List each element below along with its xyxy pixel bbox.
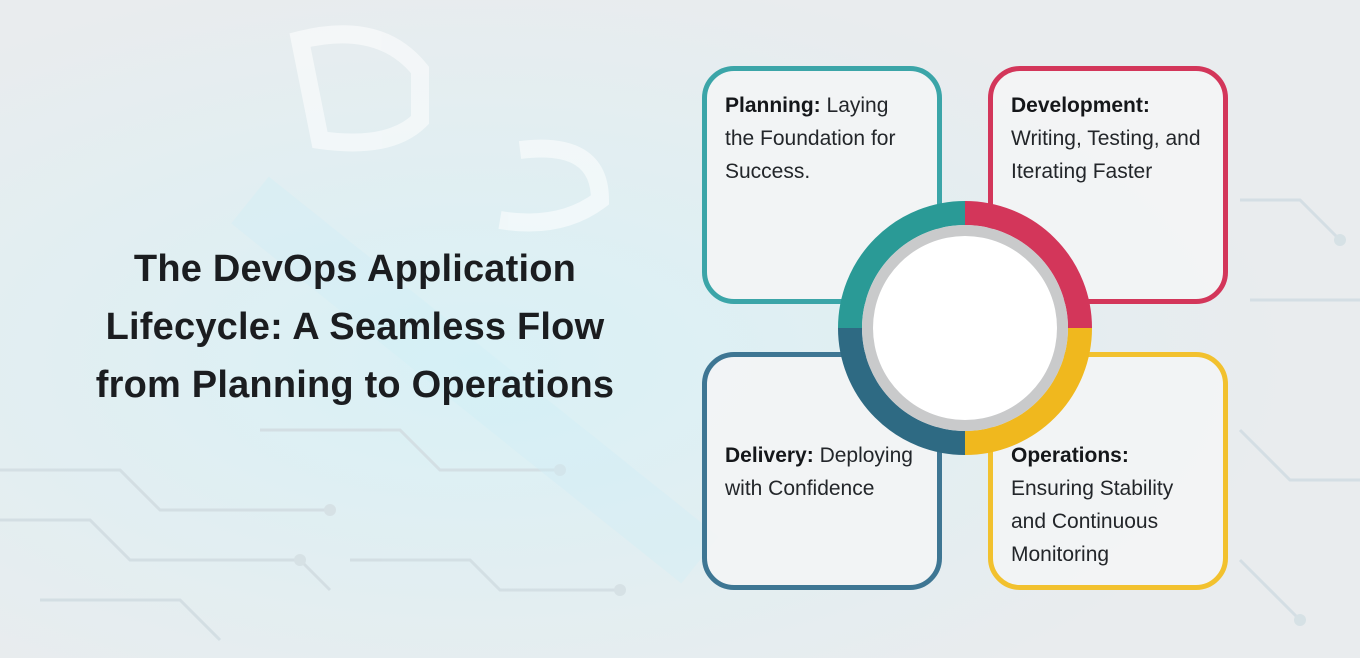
center-circle (873, 236, 1057, 420)
arc-development (964, 201, 1092, 329)
card-delivery-heading: Delivery: (725, 444, 814, 467)
title-line-1: The DevOps Application (133, 248, 577, 290)
card-operations-text: Ensuring Stability and Continuous Monito… (1011, 477, 1174, 566)
arc-operations (964, 327, 1092, 455)
card-operations-heading: Operations: (1011, 444, 1129, 467)
card-planning-heading: Planning: (725, 94, 821, 117)
title-line-2: Lifecycle: A Seamless Flow (105, 306, 605, 348)
card-development-heading: Development: (1011, 94, 1150, 117)
card-delivery-text: Deploying with Confidence (725, 444, 913, 500)
card-planning-text: Laying the Foundation for Success. (725, 94, 896, 183)
title-line-3: from Planning to Operations (95, 364, 615, 406)
arc-planning (838, 201, 966, 329)
card-development-text: Writing, Testing, and Iterating Faster (1011, 127, 1201, 183)
arc-delivery (838, 327, 966, 455)
page-title: The DevOps Application Lifecycle: A Seam… (45, 240, 665, 414)
